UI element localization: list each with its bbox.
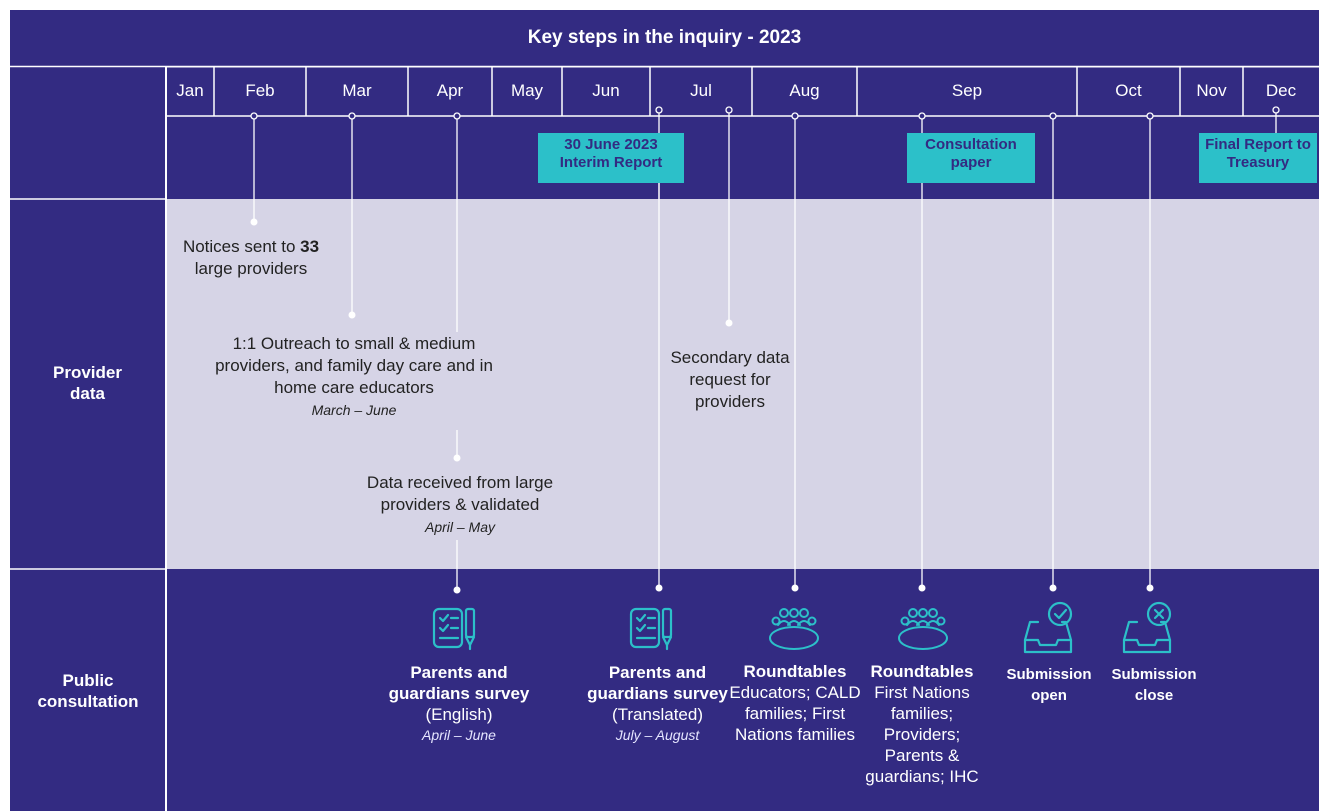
received-dates: April – May: [424, 519, 496, 535]
title-bar: [10, 10, 1319, 66]
milestone-consultation-paper: Consultation paper: [907, 133, 1035, 183]
month-sep: Sep: [951, 81, 983, 100]
secondary-desc: Secondary data request for providers: [670, 348, 790, 411]
notices-count: 33: [300, 237, 320, 256]
row-label-public-consultation: Public consultation: [37, 671, 139, 711]
notices-pre: Notices sent to: [182, 237, 301, 256]
provider-data-band: [167, 199, 1319, 569]
survey-english-title: Parents and guardians survey: [388, 663, 530, 703]
month-mar: Mar: [342, 81, 372, 100]
survey-english-sub: (English): [425, 705, 493, 724]
month-dec: Dec: [1265, 81, 1297, 100]
month-may: May: [510, 81, 544, 100]
month-feb: Feb: [245, 81, 275, 100]
roundtables-2: Roundtables First Nations families; Prov…: [858, 661, 986, 787]
month-apr: Apr: [436, 81, 464, 100]
month-jul: Jul: [690, 81, 712, 100]
received-desc: Data received from large providers & val…: [366, 473, 554, 514]
roundtables-2-sub: First Nations families; Providers; Paren…: [865, 683, 979, 786]
month-jan: Jan: [176, 81, 204, 100]
row-label-provider-data: Provider data: [53, 363, 122, 403]
roundtables-1: Roundtables Educators; CALD families; Fi…: [725, 661, 865, 745]
survey-icon: [629, 607, 673, 651]
roundtables-1-title: Roundtables: [743, 662, 847, 681]
roundtables-1-sub: Educators; CALD families; First Nations …: [729, 683, 861, 744]
data-received-text: Data received from large providers & val…: [335, 472, 585, 538]
submission-close: Submission close: [1100, 664, 1208, 706]
provider-label-cell: [10, 199, 165, 569]
submission-open-label: Submission open: [1006, 666, 1092, 704]
inbox-check-icon: [1023, 601, 1073, 654]
roundtable-icon: [898, 608, 948, 650]
submission-open: Submission open: [996, 664, 1102, 706]
inbox-x-icon: [1122, 601, 1172, 654]
month-nov: Nov: [1196, 81, 1227, 100]
milestone-final-report: Final Report to Treasury: [1199, 133, 1317, 183]
milestone-interim-report: 30 June 2023 Interim Report: [538, 133, 684, 183]
submission-close-label: Submission close: [1111, 666, 1197, 704]
roundtables-2-title: Roundtables: [870, 662, 974, 681]
chart-title: Key steps in the inquiry - 2023: [527, 27, 802, 48]
survey-translated-dates: July – August: [615, 727, 700, 743]
survey-translated: Parents and guardians survey (Translated…: [585, 662, 730, 746]
survey-english-dates: April – June: [422, 727, 496, 743]
secondary-request-text: Secondary data request for providers: [660, 347, 800, 413]
notices-post: large providers: [194, 259, 308, 278]
notices-sent-text: Notices sent to 33 large providers: [176, 236, 326, 280]
survey-translated-title: Parents and guardians survey: [587, 663, 728, 703]
roundtable-icon: [769, 608, 819, 650]
outreach-dates: March – June: [311, 402, 397, 418]
survey-translated-sub: (Translated): [611, 705, 703, 724]
outreach-desc: 1:1 Outreach to small & medium providers…: [215, 334, 493, 397]
month-aug: Aug: [789, 81, 820, 100]
survey-icon: [432, 607, 476, 651]
month-oct: Oct: [1115, 81, 1142, 100]
outreach-text: 1:1 Outreach to small & medium providers…: [195, 333, 513, 421]
survey-english: Parents and guardians survey (English) A…: [384, 662, 534, 746]
month-jun: Jun: [592, 81, 620, 100]
